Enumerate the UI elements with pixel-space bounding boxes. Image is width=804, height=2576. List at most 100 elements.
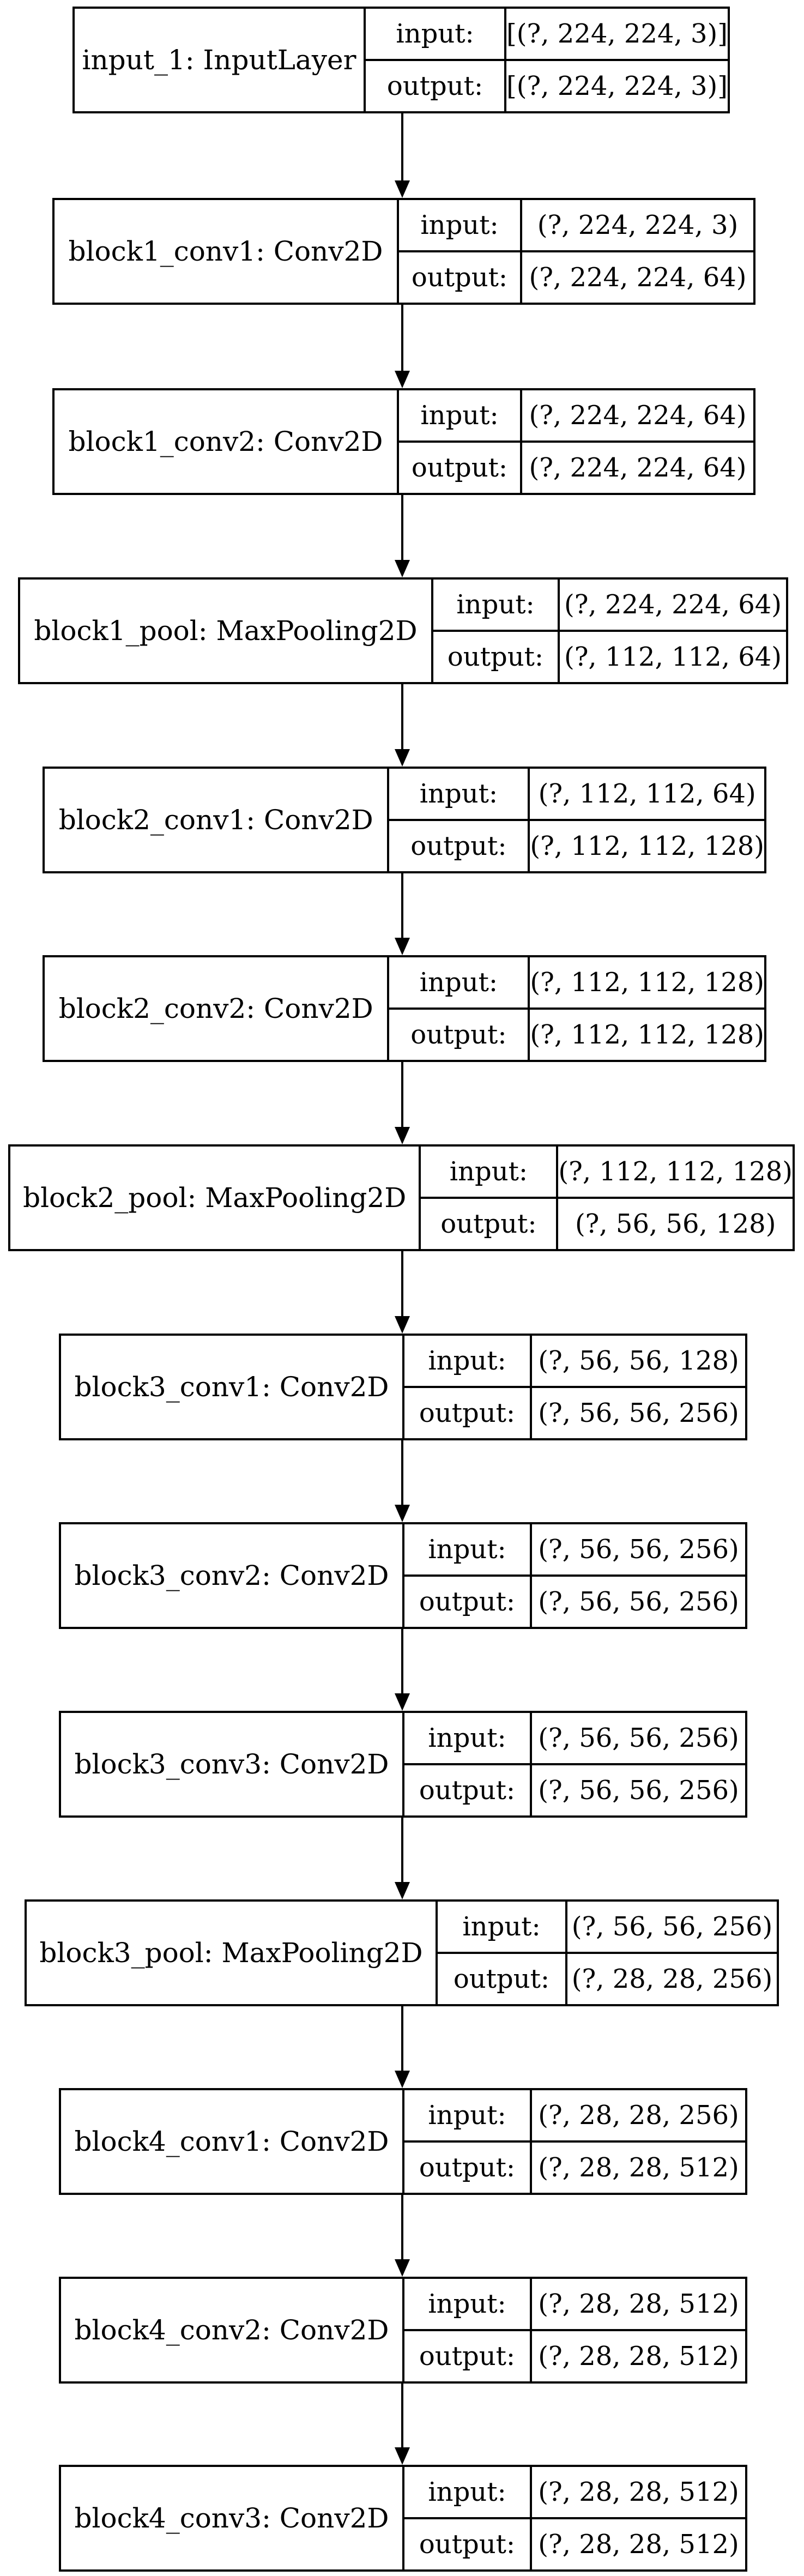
arrow-down-icon: [395, 2447, 410, 2465]
layer-name: block4_conv2: Conv2D: [61, 2279, 404, 2381]
output-label: output:: [404, 1577, 532, 1627]
arrow-down-icon: [395, 749, 410, 767]
output-label: output:: [399, 443, 522, 493]
output-label: output:: [404, 1765, 532, 1815]
input-label: input:: [404, 2090, 532, 2140]
input-shape: (?, 112, 112, 64): [538, 779, 756, 809]
layer-name: block2_conv1: Conv2D: [45, 769, 390, 871]
input-shape: (?, 224, 224, 64): [529, 400, 747, 431]
input-shape: (?, 56, 56, 256): [538, 1534, 739, 1565]
edge-line: [401, 684, 403, 750]
output-shape: (?, 112, 112, 128): [530, 1019, 764, 1050]
input-label: input:: [389, 957, 530, 1008]
output-row: output:(?, 28, 28, 512): [404, 2517, 745, 2569]
edge-line: [401, 113, 403, 182]
output-label: output:: [389, 821, 530, 871]
input-label: input:: [404, 1713, 532, 1763]
edge-line: [401, 1251, 403, 1317]
arrow-down-icon: [395, 371, 410, 388]
input-label: input:: [366, 9, 507, 59]
output-label: output:: [421, 1199, 559, 1249]
input-shape: (?, 112, 112, 128): [558, 1156, 793, 1187]
input-shape: (?, 28, 28, 512): [538, 2289, 739, 2319]
input-row: input:(?, 224, 224, 64): [399, 390, 753, 441]
input-shape: (?, 56, 56, 256): [571, 1911, 773, 1942]
layer-name: block2_conv2: Conv2D: [45, 957, 390, 1060]
layer-name: block2_pool: MaxPooling2D: [10, 1147, 421, 1249]
input-row: input:[(?, 224, 224, 3)]: [366, 9, 728, 59]
input-row: input:(?, 56, 56, 128): [404, 1336, 745, 1386]
output-shape: [(?, 224, 224, 3)]: [506, 71, 728, 101]
output-label: output:: [404, 1388, 532, 1438]
output-shape: (?, 224, 224, 64): [529, 453, 747, 483]
arrow-down-icon: [395, 938, 410, 955]
input-row: input:(?, 112, 112, 64): [389, 769, 764, 819]
input-label: input:: [433, 580, 560, 630]
input-row: input:(?, 56, 56, 256): [404, 1713, 745, 1763]
output-shape: (?, 56, 56, 256): [538, 1398, 739, 1428]
layer-name: block4_conv1: Conv2D: [61, 2090, 404, 2193]
edge-line: [401, 305, 403, 372]
input-shape: (?, 28, 28, 512): [538, 2477, 739, 2507]
output-shape: (?, 224, 224, 64): [529, 262, 747, 293]
output-label: output:: [404, 2331, 532, 2381]
input-label: input:: [438, 1902, 567, 1952]
input-shape: (?, 28, 28, 256): [538, 2100, 739, 2131]
output-row: output:(?, 56, 56, 256): [404, 1574, 745, 1627]
layer-name: block3_pool: MaxPooling2D: [27, 1902, 438, 2004]
arrow-down-icon: [395, 1505, 410, 1522]
output-row: output:(?, 112, 112, 128): [389, 819, 764, 871]
input-row: input:(?, 224, 224, 64): [433, 580, 786, 630]
output-row: output:(?, 28, 28, 512): [404, 2329, 745, 2381]
arrow-down-icon: [395, 1693, 410, 1711]
input-shape: (?, 224, 224, 3): [537, 210, 739, 240]
input-shape: (?, 112, 112, 128): [530, 967, 764, 998]
arrow-down-icon: [395, 2259, 410, 2277]
input-row: input:(?, 56, 56, 256): [404, 1524, 745, 1574]
layer-name: block1_conv1: Conv2D: [55, 200, 399, 303]
layer-name: block3_conv3: Conv2D: [61, 1713, 404, 1815]
input-row: input: (?, 224, 224, 3): [399, 200, 753, 250]
edge-line: [401, 873, 403, 939]
input-row: input:(?, 112, 112, 128): [421, 1147, 793, 1197]
layer-name: block1_pool: MaxPooling2D: [20, 580, 433, 682]
input-shape: (?, 56, 56, 256): [538, 1723, 739, 1753]
output-label: output:: [433, 632, 560, 682]
input-row: input:(?, 56, 56, 256): [438, 1902, 777, 1952]
output-shape: (?, 28, 28, 512): [538, 2152, 739, 2183]
input-shape: (?, 224, 224, 64): [564, 589, 782, 620]
input-label: input:: [404, 1524, 532, 1574]
layer-name: block3_conv1: Conv2D: [61, 1336, 404, 1438]
edge-line: [401, 2006, 403, 2072]
output-label: output:: [438, 1954, 567, 2004]
input-shape: [(?, 224, 224, 3)]: [506, 19, 728, 49]
edge-line: [401, 2195, 403, 2260]
output-shape: (?, 112, 112, 64): [564, 642, 782, 672]
edge-line: [401, 1440, 403, 1506]
input-shape: (?, 56, 56, 128): [538, 1346, 739, 1376]
output-row: output:(?, 56, 56, 256): [404, 1763, 745, 1815]
input-label: input:: [404, 2279, 532, 2329]
output-label: output:: [389, 1010, 530, 1060]
output-label: output:: [404, 2143, 532, 2193]
input-label: input:: [399, 200, 522, 250]
layer-name: block1_conv2: Conv2D: [55, 390, 399, 493]
output-row: output:(?, 28, 28, 512): [404, 2140, 745, 2193]
output-shape: (?, 56, 56, 256): [538, 1586, 739, 1617]
input-row: input:(?, 28, 28, 512): [404, 2467, 745, 2517]
output-row: output:(?, 112, 112, 64): [433, 630, 786, 682]
layer-name: input_1: InputLayer: [75, 9, 366, 111]
